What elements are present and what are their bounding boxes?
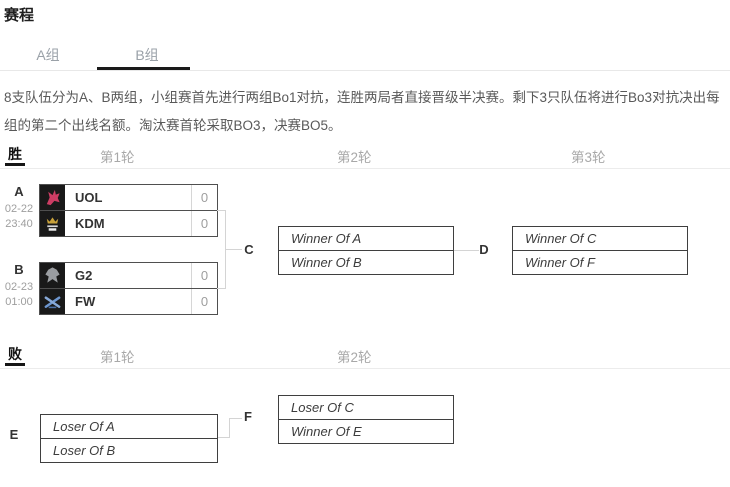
winners-section-label: 胜 [8,146,22,162]
winners-round-1-label: 第1轮 [100,150,135,165]
page-title: 赛程 [4,7,35,24]
winners-round-2-label: 第2轮 [337,150,372,165]
losers-round-1-label: 第1轮 [100,350,135,365]
match-a-time: 23:40 [5,218,33,230]
connector-a-out [217,210,225,211]
match-a-label: A [14,184,24,199]
winners-header-divider [0,168,730,169]
match-d-label: D [479,242,489,257]
rules-description: 8支队伍分为A、B两组，小组赛首先进行两组Bo1对抗，连胜两局者直接晋级半决赛。… [4,90,720,133]
match-b-date: 02-23 [4,281,34,293]
losers-section-underline [5,363,25,366]
match-e-slot-1: Loser Of A [53,419,115,434]
team-row-uol: UOL 0 [40,185,217,210]
connector-ab-vertical [225,210,226,289]
match-f-slot-1: Loser Of C [291,400,354,415]
losers-round-2-label: 第2轮 [337,350,372,365]
match-e-slot-2: Loser Of B [41,438,217,462]
tab-group-b[interactable]: B组 [135,47,159,63]
match-b-box[interactable]: G2 0 FW 0 [39,262,218,315]
team-score: 0 [191,211,217,236]
match-e-label: E [9,427,19,442]
connector-to-c [226,249,242,250]
kdm-logo-icon [40,211,65,236]
match-a-box[interactable]: UOL 0 KDM 0 [39,184,218,237]
match-a-date: 02-22 [4,203,34,215]
match-f-box: Loser Of C Winner Of E [278,395,454,444]
match-c-label: C [244,242,254,257]
team-score: 0 [191,289,217,314]
match-e-box: Loser Of A Loser Of B [40,414,218,463]
match-b-time: 01:00 [5,296,33,308]
team-name: FW [75,294,96,309]
match-f-label: F [244,409,252,424]
connector-c-to-d [454,250,479,251]
winners-round-3-label: 第3轮 [571,150,606,165]
match-c-slot-1: Winner Of A [291,231,362,246]
fw-logo-icon [40,289,65,314]
g2-logo-icon [40,263,65,288]
team-score: 0 [191,185,217,210]
team-row-kdm: KDM 0 [40,210,217,236]
uol-logo-icon [40,185,65,210]
winners-section-underline [5,163,25,166]
active-tab-underline [97,67,190,70]
connector-ef-vertical [229,418,230,438]
match-b-label: B [14,262,24,277]
tab-group-a[interactable]: A组 [36,47,60,63]
team-score: 0 [191,263,217,288]
match-c-box: Winner Of A Winner Of B [278,226,454,275]
team-row-fw: FW 0 [40,288,217,314]
team-name: G2 [75,268,93,283]
match-d-box: Winner Of C Winner Of F [512,226,688,275]
team-row-g2: G2 0 [40,263,217,288]
match-f-slot-2: Winner Of E [279,419,453,443]
match-d-slot-1: Winner Of C [525,231,597,246]
connector-e-out [218,437,230,438]
match-d-slot-2: Winner Of F [513,250,687,274]
losers-header-divider [0,368,730,369]
team-name: KDM [75,216,105,231]
match-c-slot-2: Winner Of B [279,250,453,274]
connector-to-f [230,418,242,419]
tabs-divider [0,70,730,71]
losers-section-label: 败 [8,346,22,362]
connector-b-out [217,288,225,289]
team-name: UOL [75,190,103,205]
